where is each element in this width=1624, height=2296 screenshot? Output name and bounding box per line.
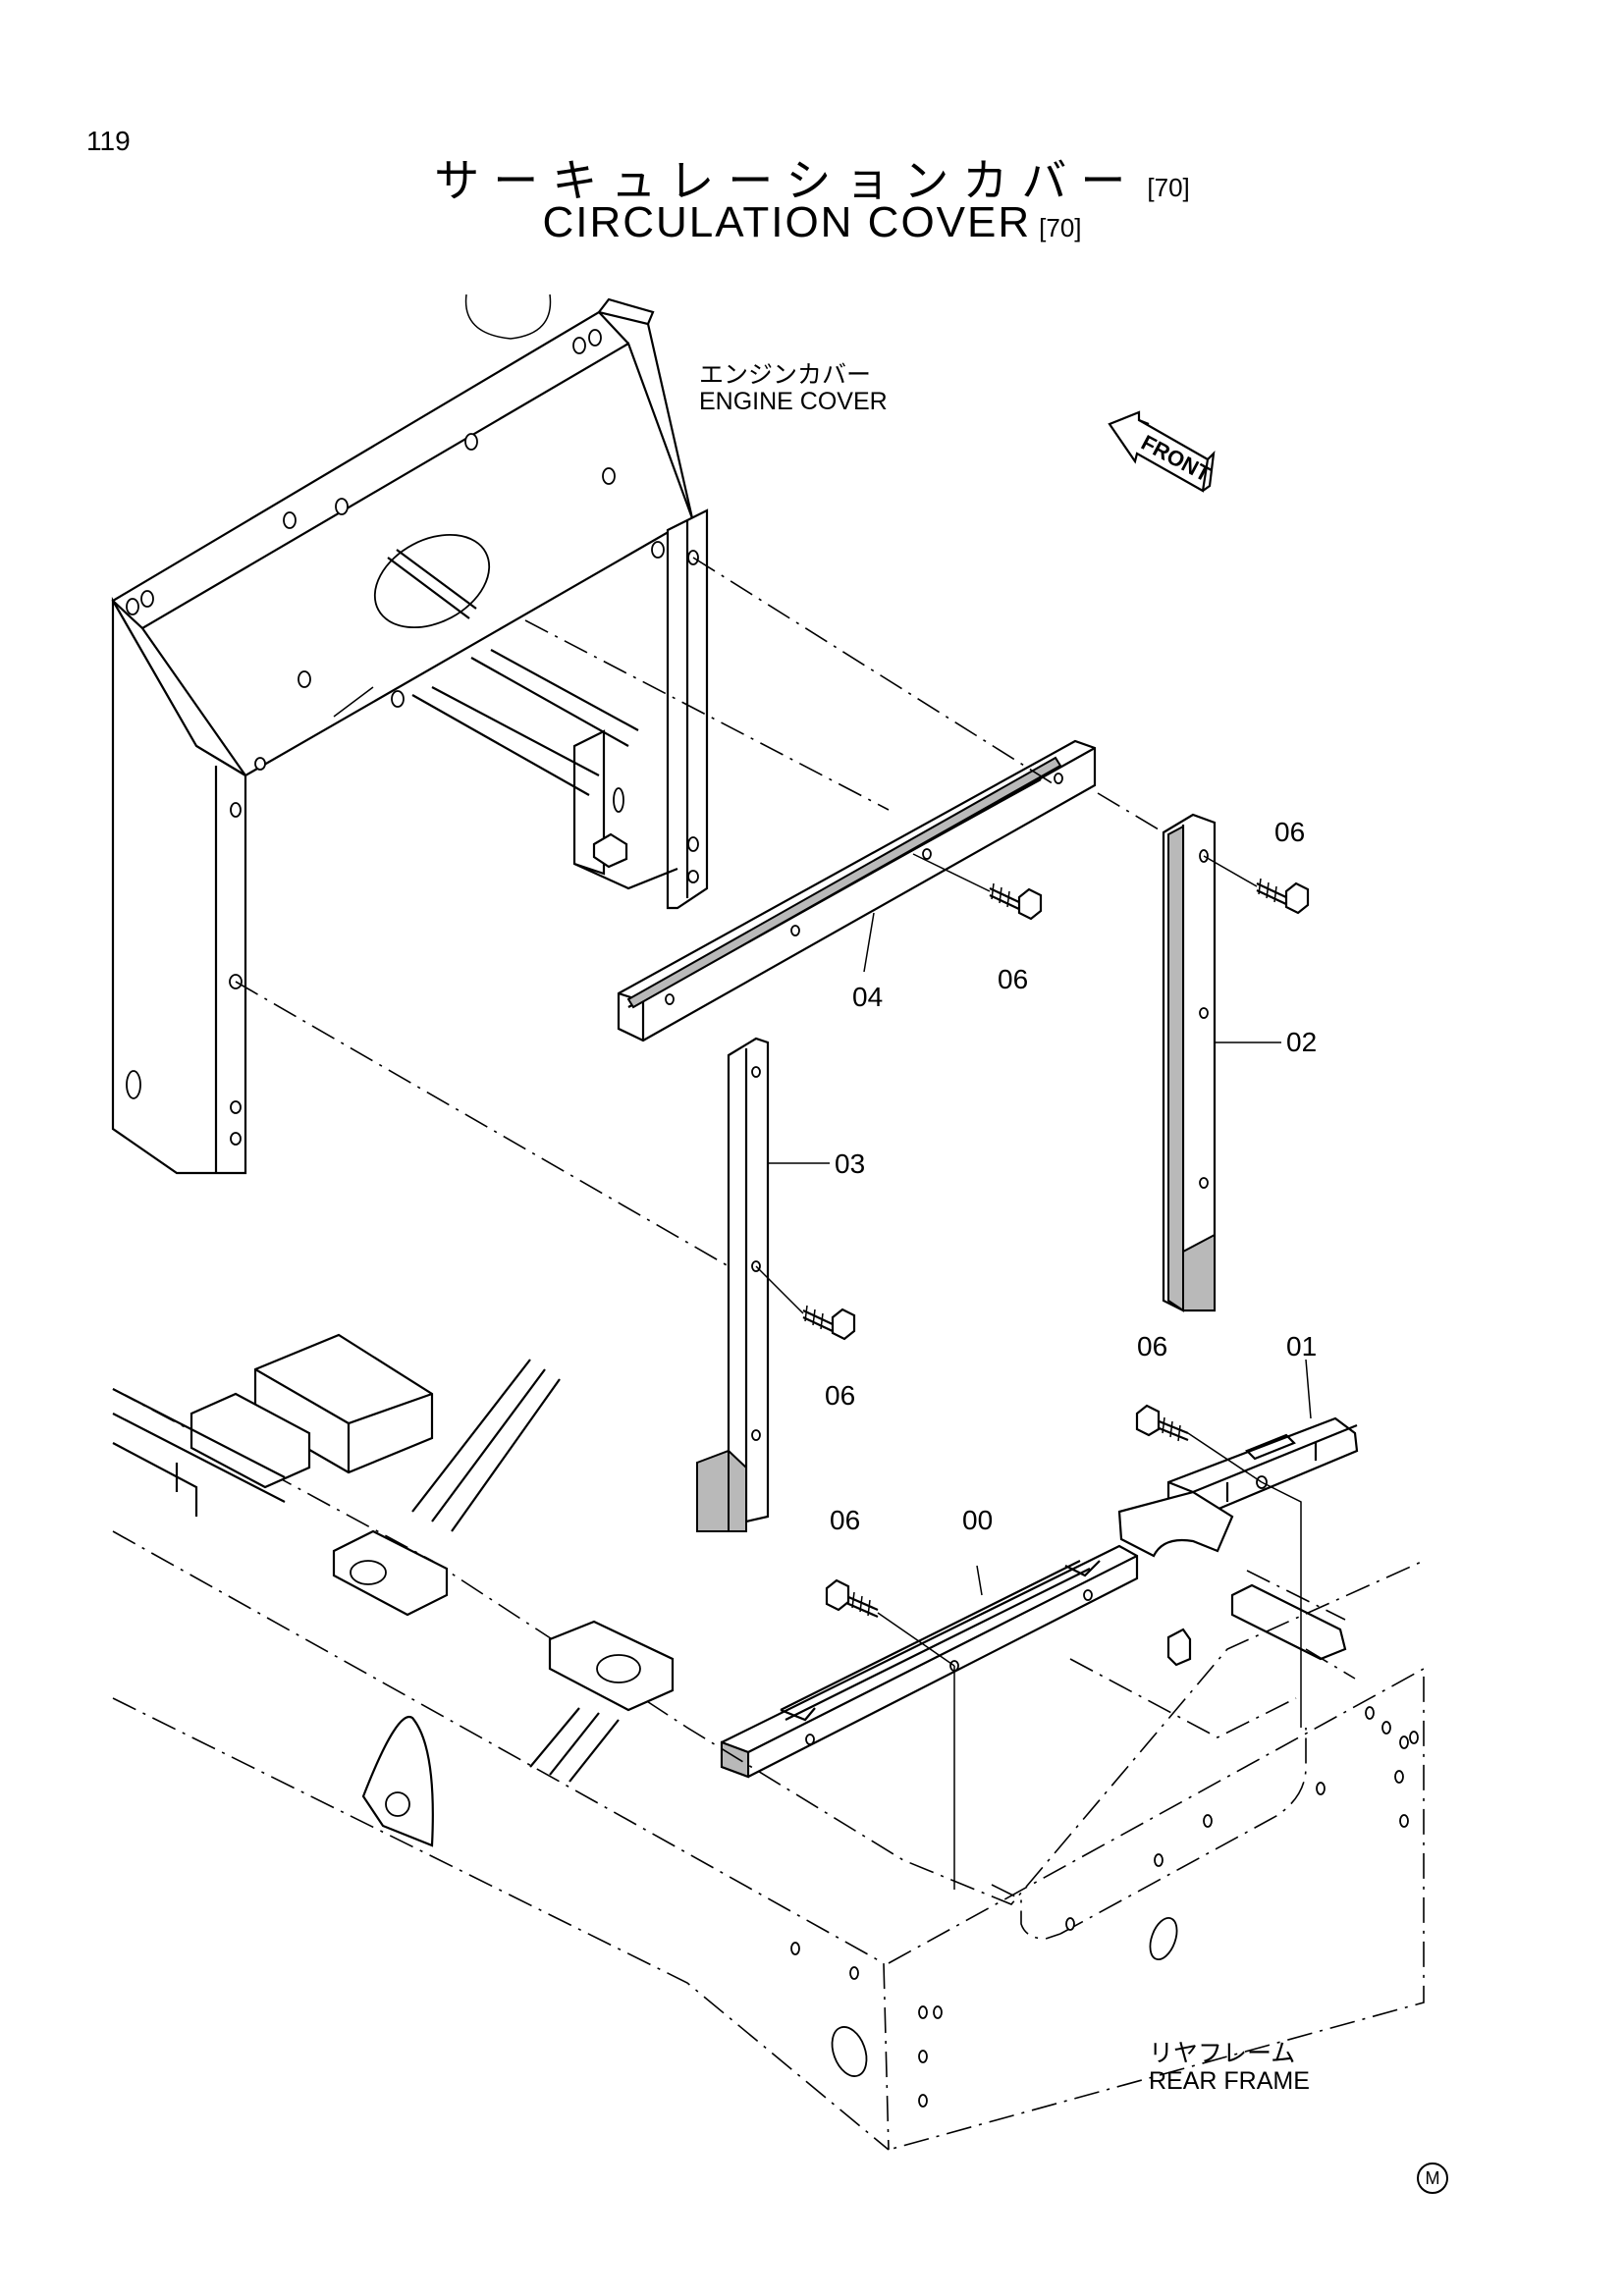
revision-mark: M <box>1417 2163 1448 2194</box>
part-01-bracket <box>1117 1416 1359 1558</box>
page-number: 119 <box>86 126 131 156</box>
engine-cover-label-en: ENGINE COVER <box>699 388 888 415</box>
part-02-strip <box>1162 813 1217 1312</box>
part-04-strip <box>617 739 1097 1042</box>
title-japanese-text: サーキュレーションカバー <box>434 155 1140 206</box>
part-label-03: 03 <box>835 1148 866 1179</box>
part-label-06-a: 06 <box>998 964 1029 994</box>
part-label-06-b: 06 <box>1274 817 1306 847</box>
title-english-code: [70] <box>1039 213 1082 242</box>
part-label-06-d: 06 <box>1137 1331 1168 1362</box>
front-direction-arrow: FRONT <box>1108 410 1216 493</box>
rear-frame-label-jp: リヤフレーム <box>1149 2040 1296 2067</box>
engine-cover-drawing <box>111 294 709 1175</box>
rear-frame-drawing <box>112 1333 1425 2151</box>
part-label-06-e: 06 <box>830 1505 861 1535</box>
title-japanese-code: [70] <box>1147 173 1190 202</box>
part-label-02: 02 <box>1286 1027 1318 1057</box>
part-03-strip <box>696 1037 770 1532</box>
part-label-01: 01 <box>1286 1331 1318 1362</box>
title-english: CIRCULATION COVER[70] <box>0 198 1624 247</box>
engine-cover-label-jp: エンジンカバー <box>699 361 872 389</box>
part-label-00: 00 <box>962 1505 994 1535</box>
title-english-text: CIRCULATION COVER <box>542 198 1032 246</box>
rear-frame-label-en: REAR FRAME <box>1149 2067 1310 2095</box>
title-japanese: サーキュレーションカバー[70] <box>0 145 1624 210</box>
part-label-04: 04 <box>852 982 884 1012</box>
part-label-06-c: 06 <box>825 1380 856 1411</box>
part-00-bar <box>720 1544 1139 1779</box>
bolts <box>802 878 1310 1619</box>
assembly-lines <box>235 557 1312 1890</box>
